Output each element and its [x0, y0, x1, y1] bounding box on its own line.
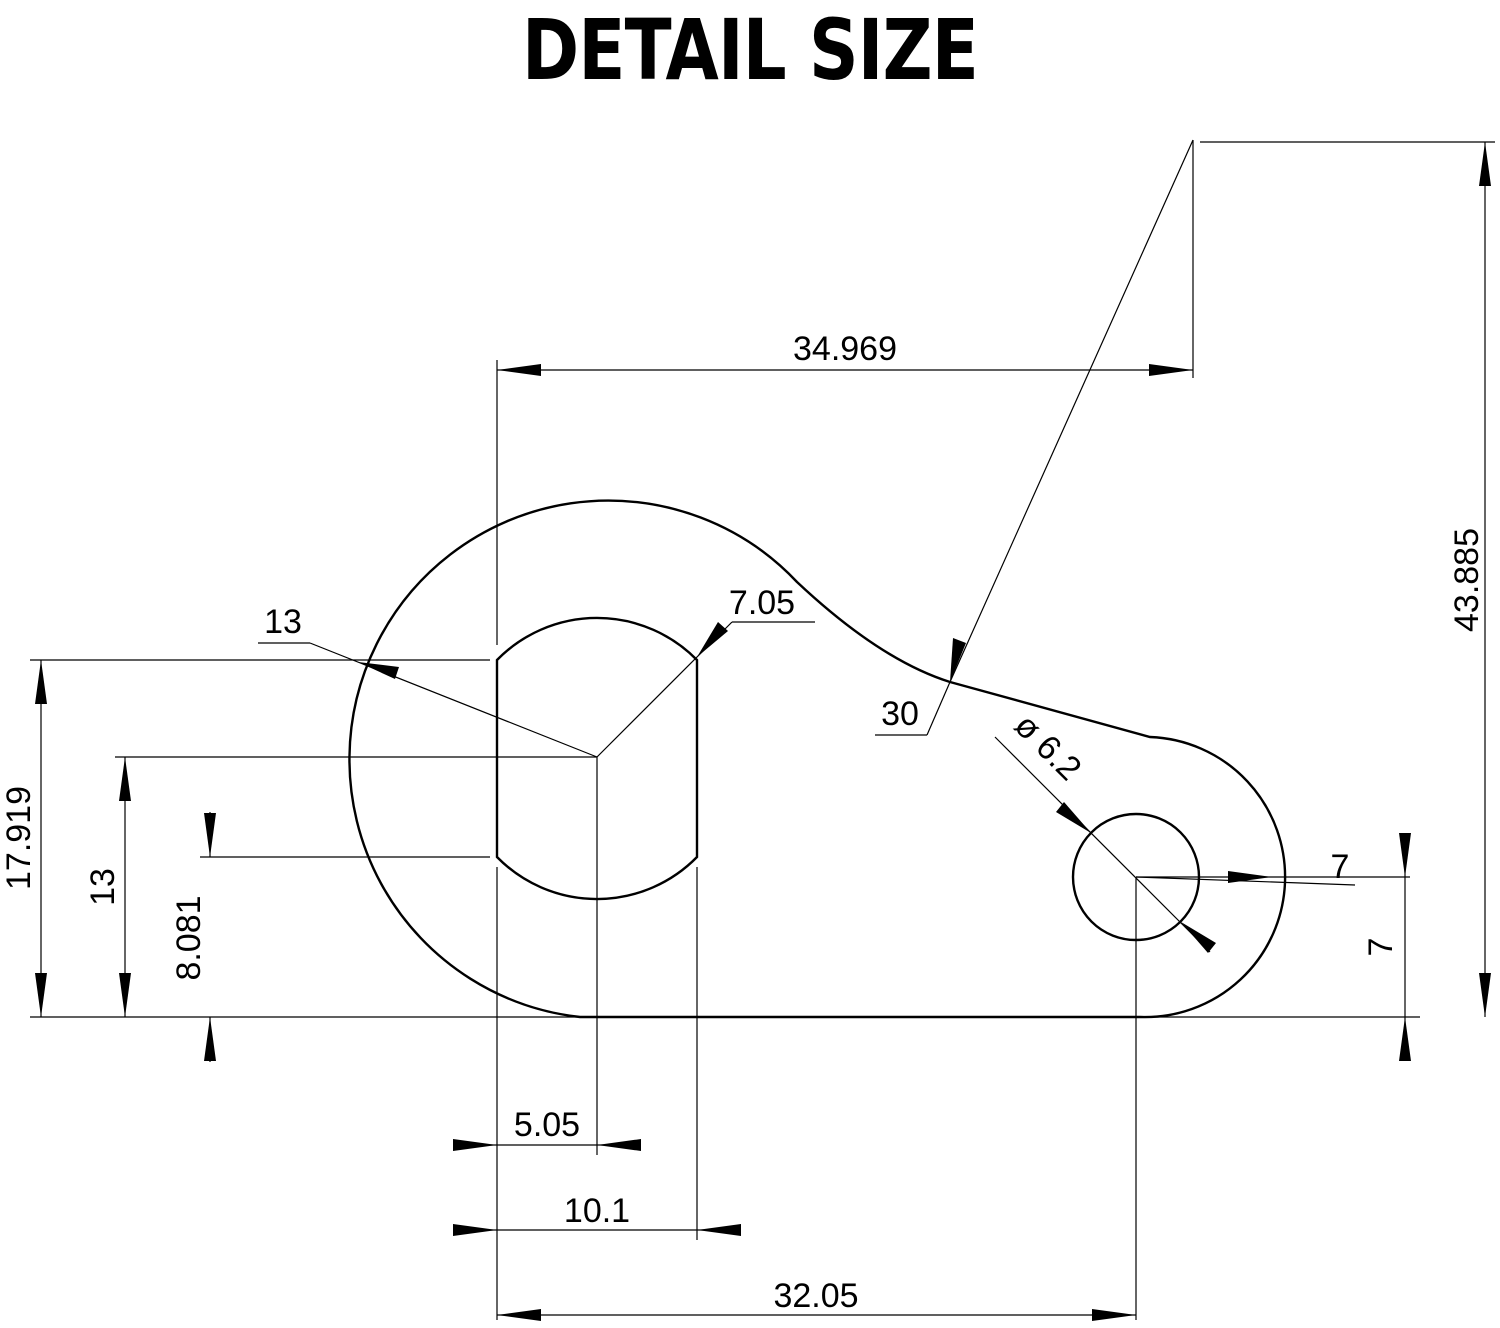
dim-slot-radius: 7.05 [729, 584, 795, 622]
drawing-title: DETAIL SIZE [522, 1, 979, 99]
dim-fillet-radius: 30 [881, 695, 919, 733]
dim-half-slot-width: 5.05 [514, 1106, 580, 1144]
dim-center-height: 13 [84, 868, 122, 906]
dim-hole-diameter: ø 6.2 [1007, 706, 1089, 788]
dim-overall-width: 34.969 [793, 330, 897, 368]
extension-lines [30, 140, 1495, 1320]
dim-slot-height: 8.081 [170, 895, 208, 980]
dim-hole-spacing: 32.05 [773, 1277, 858, 1315]
dim-slot-width: 10.1 [564, 1192, 630, 1230]
dim-end-height: 7 [1362, 938, 1400, 957]
dimension-lines [35, 142, 1491, 1321]
part-outline [348, 499, 1287, 1019]
dim-end-radius: 7 [1331, 848, 1350, 886]
dim-overall-height: 43.885 [1448, 528, 1486, 632]
leader-lines [258, 139, 1356, 953]
dimension-labels: 34.969 43.885 30 13 7.05 ø 6.2 7 7 17.91… [0, 330, 1486, 1315]
dim-left-height: 17.919 [0, 786, 38, 890]
dim-big-radius: 13 [264, 603, 302, 641]
